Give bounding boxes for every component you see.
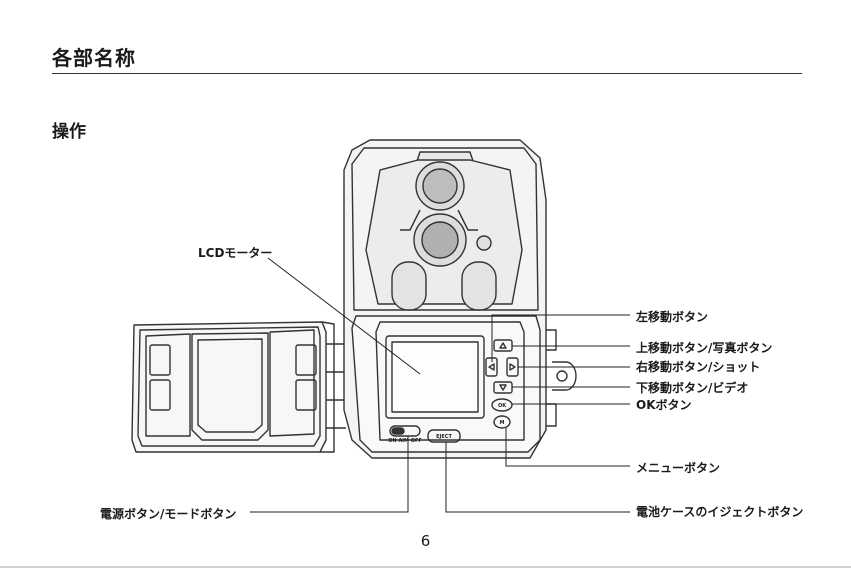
page-number: 6 — [0, 532, 851, 550]
open-door — [132, 322, 346, 452]
switch-text: ON AIM OFF — [388, 438, 422, 444]
ok-text: OK — [498, 403, 507, 409]
lcd-screen — [392, 342, 478, 412]
label-left-button: 左移動ボタン — [636, 308, 708, 325]
label-ok-button: OKボタン — [636, 396, 692, 413]
label-up-button: 上移動ボタン/写真ボタン — [636, 339, 772, 356]
label-down-button: 下移動ボタン/ビデオ — [636, 379, 748, 396]
menu-text: M — [500, 420, 505, 426]
label-menu-button: メニューボタン — [636, 459, 720, 476]
label-battery-eject: 電池ケースのイジェクトボタン — [636, 503, 803, 520]
label-lcd-monitor: LCDモーター — [198, 244, 272, 261]
label-power-button: 電源ボタン/モードボタン — [100, 505, 236, 522]
camera-body — [344, 140, 576, 458]
label-right-button: 右移動ボタン/ショット — [636, 358, 760, 375]
eject-text: EJECT — [436, 434, 452, 440]
